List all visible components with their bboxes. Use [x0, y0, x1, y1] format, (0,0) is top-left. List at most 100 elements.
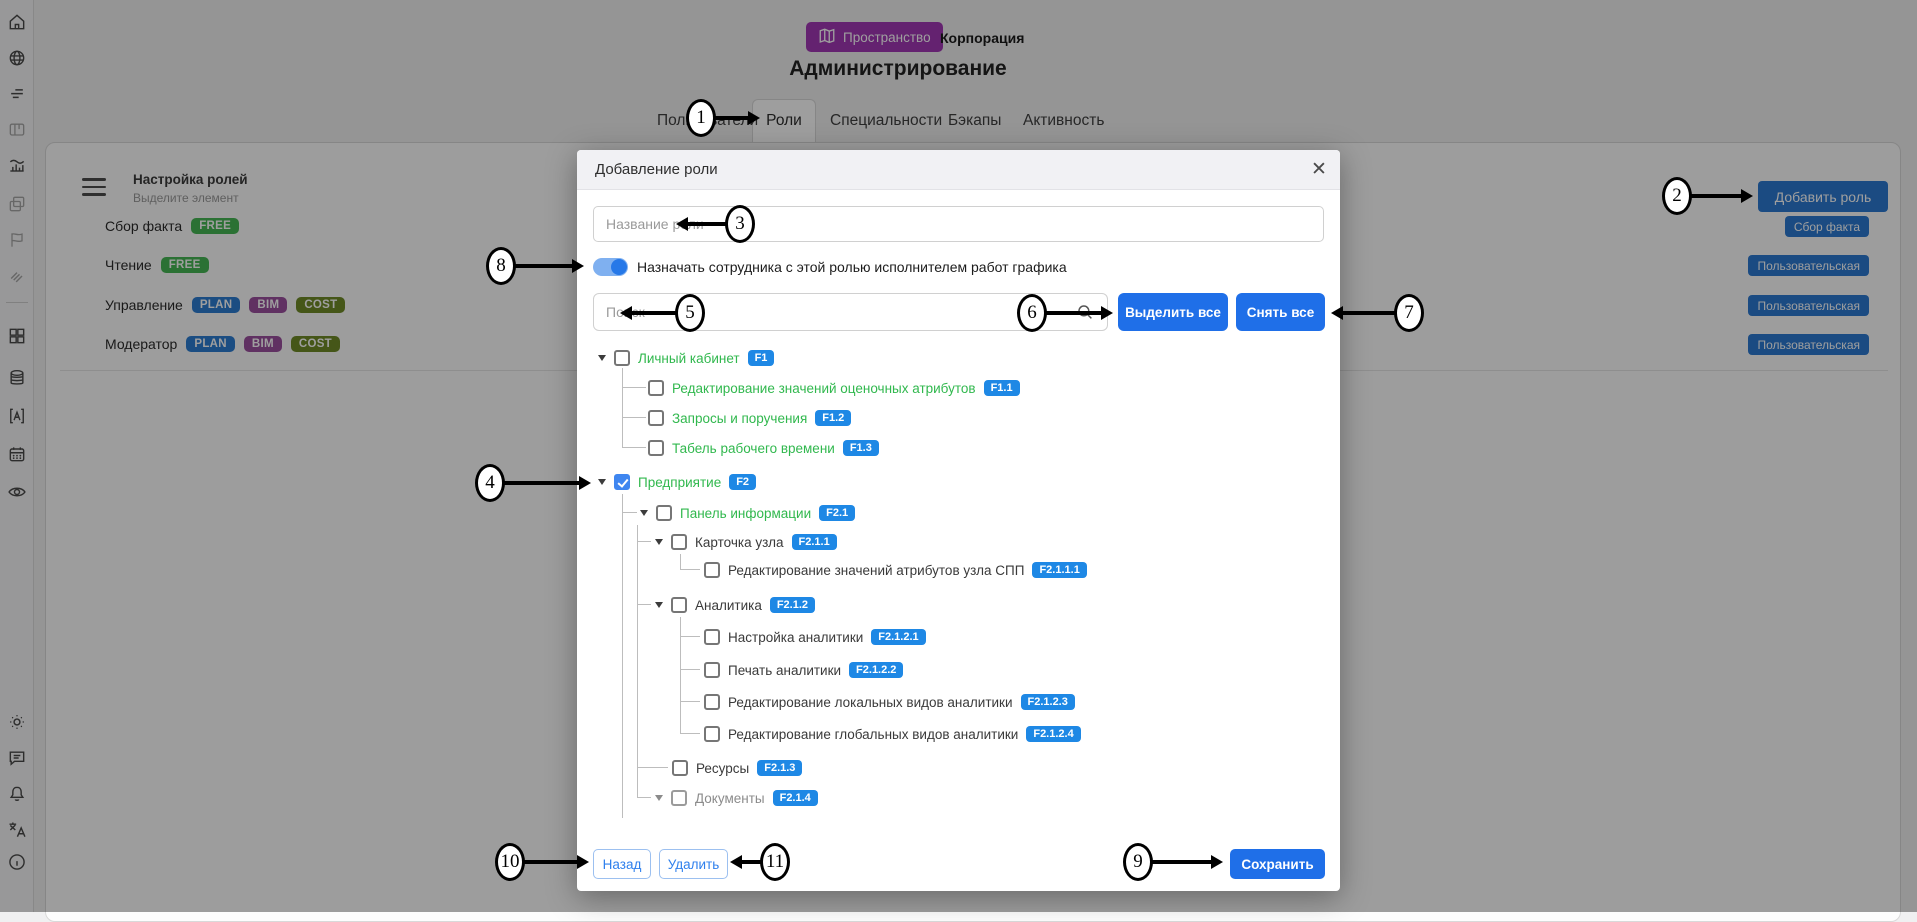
panel-title: Настройка ролей [133, 172, 248, 187]
tree-connector [622, 368, 623, 448]
board-icon[interactable] [7, 120, 27, 140]
tree-label[interactable]: Документы [695, 790, 765, 806]
flag-icon[interactable] [7, 230, 27, 250]
tree-label[interactable]: Печать аналитики [728, 662, 842, 678]
tree-label[interactable]: Аналитика [695, 597, 762, 613]
tree-label[interactable]: Запросы и поручения [672, 410, 808, 426]
tree-code-badge: F1 [747, 350, 775, 366]
tree-checkbox[interactable] [671, 534, 687, 550]
tab-backups[interactable]: Бэкапы [948, 112, 1002, 129]
filter-lines-icon[interactable] [7, 84, 27, 104]
map-icon [818, 27, 836, 48]
calendar-icon[interactable] [7, 444, 27, 464]
tree-code-badge: F2.1 [819, 505, 856, 521]
comments-icon[interactable] [7, 748, 27, 768]
copy-icon[interactable] [7, 194, 27, 214]
theme-icon[interactable] [7, 712, 27, 732]
tree-checkbox[interactable] [704, 726, 720, 742]
info-icon[interactable] [7, 852, 27, 872]
tree-checkbox[interactable] [704, 629, 720, 645]
role-row[interactable]: Управление PLAN BIM COST [105, 294, 346, 316]
org-name: Корпорация [940, 30, 1025, 46]
role-row[interactable]: Чтение FREE [105, 254, 209, 276]
menu-icon[interactable] [82, 178, 106, 201]
search-input[interactable] [593, 293, 1108, 331]
tree-label[interactable]: Табель рабочего времени [672, 440, 835, 456]
grid-icon[interactable] [7, 326, 27, 346]
tree-row: Ресурсы F2.1.3 [672, 755, 803, 781]
tree-row: Документы F2.1.4 [655, 785, 818, 811]
tree-code-badge: F1.3 [842, 440, 879, 456]
save-button[interactable]: Сохранить [1230, 849, 1325, 879]
tree-checkbox[interactable] [614, 350, 630, 366]
delete-button[interactable]: Удалить [659, 849, 728, 879]
tree-checkbox[interactable] [704, 662, 720, 678]
tree-label[interactable]: Редактирование глобальных видов аналитик… [728, 726, 1019, 742]
tree-checkbox[interactable] [648, 380, 664, 396]
caret-down-icon[interactable] [655, 602, 663, 608]
space-badge[interactable]: Пространство [806, 22, 943, 52]
tree-checkbox[interactable] [671, 790, 687, 806]
role-row[interactable]: Сбор факта FREE [105, 215, 240, 237]
tree-row: Редактирование локальных видов аналитики… [704, 689, 1075, 715]
role-name-input[interactable] [593, 206, 1324, 242]
tree-label[interactable]: Предприятие [638, 474, 722, 490]
tree-checkbox[interactable] [648, 410, 664, 426]
select-all-button[interactable]: Выделить все [1118, 293, 1228, 331]
tree-checkbox[interactable] [656, 505, 672, 521]
home-icon[interactable] [7, 12, 27, 32]
database-icon[interactable] [7, 368, 27, 388]
deselect-all-button[interactable]: Снять все [1236, 293, 1325, 331]
tree-checkbox[interactable] [704, 694, 720, 710]
tree-label[interactable]: Панель информации [680, 505, 812, 521]
tree-connector [622, 447, 646, 448]
caret-down-icon[interactable] [598, 479, 606, 485]
tree-label[interactable]: Личный кабинет [638, 350, 740, 366]
tree-row: Редактирование значений оценочных атрибу… [648, 375, 1020, 401]
caret-down-icon[interactable] [655, 795, 663, 801]
caret-down-icon[interactable] [640, 510, 648, 516]
assign-executor-toggle[interactable] [593, 258, 628, 276]
add-role-button[interactable]: Добавить роль [1758, 181, 1888, 212]
tree-connector [680, 669, 700, 670]
tree-row: Предприятие F2 [598, 469, 757, 495]
license-badge: PLAN [186, 336, 235, 352]
add-role-modal [577, 150, 1340, 891]
notifications-icon[interactable] [7, 784, 27, 804]
eye-icon[interactable] [7, 482, 27, 502]
chart-icon[interactable] [7, 156, 27, 176]
caret-down-icon[interactable] [598, 355, 606, 361]
tree-checkbox[interactable] [671, 597, 687, 613]
tree-connector [637, 525, 638, 798]
tree-code-badge: F2.1.1.1 [1032, 562, 1087, 578]
back-button[interactable]: Назад [593, 849, 651, 879]
attribute-icon[interactable] [7, 406, 27, 426]
tree-checkbox[interactable] [672, 760, 688, 776]
tree-connector [637, 767, 668, 768]
tab-specialties[interactable]: Специальности [830, 112, 943, 129]
tree-label[interactable]: Редактирование значений атрибутов узла С… [728, 562, 1025, 578]
tree-checkbox-checked[interactable] [614, 474, 630, 490]
tree-label[interactable]: Редактирование значений оценочных атрибу… [672, 380, 976, 396]
role-row[interactable]: Модератор PLAN BIM COST [105, 333, 341, 355]
tree-label[interactable]: Карточка узла [695, 534, 784, 550]
globe-icon[interactable] [7, 48, 27, 68]
tree-row: Аналитика F2.1.2 [655, 592, 816, 618]
tree-connector [622, 494, 623, 818]
tab-roles[interactable]: Роли [766, 112, 802, 129]
panel-subtitle: Выделите элемент [133, 191, 239, 205]
tree-code-badge: F2.1.2.4 [1026, 726, 1081, 742]
tree-label[interactable]: Редактирование локальных видов аналитики [728, 694, 1013, 710]
tree-connector [680, 636, 700, 637]
tree-checkbox[interactable] [704, 562, 720, 578]
tree-code-badge: F2.1.2.3 [1020, 694, 1075, 710]
close-icon[interactable]: ✕ [1311, 159, 1327, 180]
tree-checkbox[interactable] [648, 440, 664, 456]
translate-icon[interactable] [7, 820, 27, 840]
tree-connector [680, 617, 681, 734]
tab-activity[interactable]: Активность [1023, 112, 1105, 129]
tree-label[interactable]: Ресурсы [696, 760, 750, 776]
tree-label[interactable]: Настройка аналитики [728, 629, 864, 645]
hatch-icon[interactable] [7, 266, 27, 286]
caret-down-icon[interactable] [655, 539, 663, 545]
